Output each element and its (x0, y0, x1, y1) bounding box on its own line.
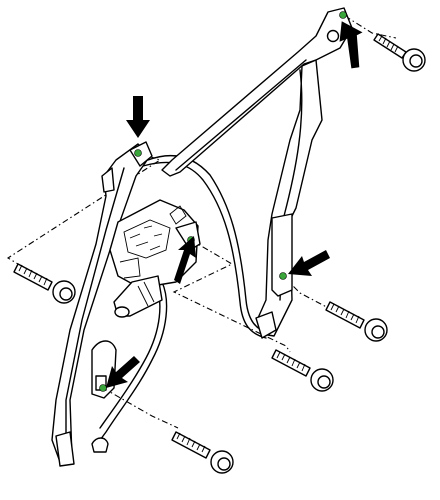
arrow-down-icon (126, 96, 150, 138)
screw-right (325, 301, 388, 342)
screw-thread (330, 303, 360, 324)
screw-top-right (373, 33, 426, 72)
guide-rail-edge (175, 59, 307, 171)
screw-thread (378, 35, 399, 53)
arrow-rail-icon (288, 250, 330, 276)
indicator-arrows (106, 21, 363, 388)
screw-thread (176, 432, 206, 453)
arrow-motor-icon (174, 236, 196, 284)
screw-shank (373, 33, 407, 59)
mounting-screws (13, 33, 426, 474)
motor-assembly (109, 199, 201, 318)
screw-head (59, 287, 73, 301)
main-rail-edge (65, 167, 125, 451)
screw-thread (276, 351, 306, 372)
screw-middle (271, 349, 334, 392)
screw-head (409, 54, 423, 68)
main-rail-tab (101, 167, 115, 193)
mount-point-top (339, 11, 347, 19)
alignment-line-top (344, 15, 397, 39)
mount-point-upper-left (134, 149, 142, 157)
screw-head (371, 325, 385, 339)
motor-cylinder (113, 275, 163, 317)
guide-rail-upper (161, 7, 353, 177)
motor-end-cap (114, 306, 130, 318)
main-rail-bottom-tab (55, 431, 75, 467)
screw-head (217, 457, 231, 471)
screw-left (13, 263, 76, 304)
guide-rail-center (279, 69, 303, 301)
screw-head (317, 375, 331, 389)
motor-gear-cover (123, 219, 171, 259)
rail-mount-hole (326, 29, 340, 43)
screw-shank (171, 431, 211, 459)
arrow-top-icon (339, 21, 363, 69)
guide-rail-foot (255, 311, 277, 339)
motor-housing (109, 199, 199, 289)
screw-thread (18, 264, 48, 286)
guide-rail-slot-plate (271, 213, 293, 297)
screw-shank (325, 301, 365, 329)
motor-ribs (129, 225, 163, 251)
cable-lower-inner (99, 283, 161, 429)
screw-shank (271, 349, 311, 377)
screw-bottom (171, 431, 234, 474)
motor-drum (119, 257, 141, 279)
guide-rail (161, 7, 353, 339)
mount-point-bottom (99, 384, 107, 392)
alignment-line-middle (172, 239, 291, 353)
cable-end-fitting (91, 437, 109, 453)
guide-rail-lower (257, 59, 323, 337)
alignment-line-right (283, 276, 337, 313)
alignment-line-bottom (102, 387, 179, 429)
arrow-bottom-icon (106, 356, 140, 388)
motor-boss (169, 205, 187, 225)
motor-cylinder-lines (137, 281, 155, 307)
mount-point-rail (279, 272, 287, 280)
screw-shank (13, 263, 53, 291)
